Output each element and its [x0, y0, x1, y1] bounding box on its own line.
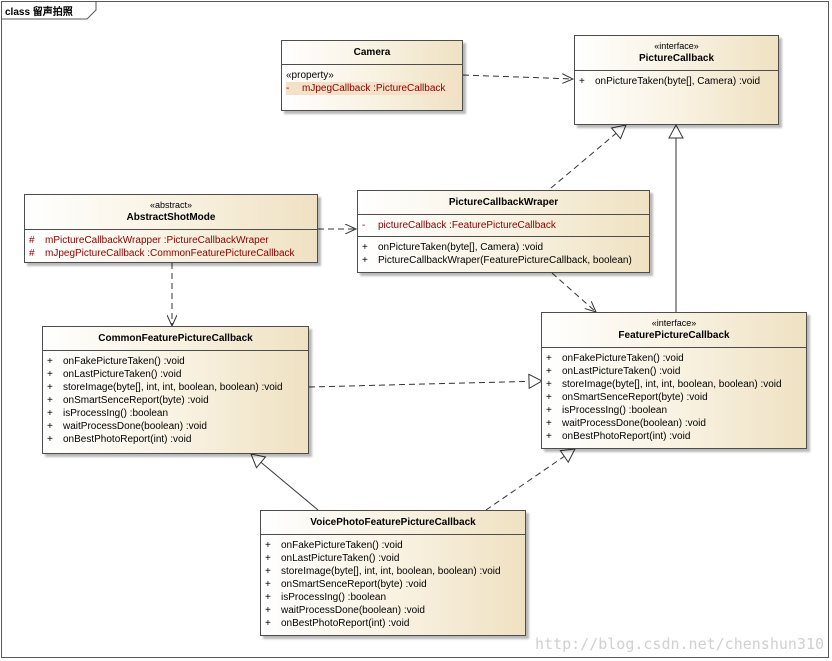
class-picture-callback-wraper-name: PictureCallbackWraper — [448, 197, 559, 208]
operation-row: +onFakePictureTaken() :void — [546, 353, 684, 364]
class-abstract-shot-mode-header: «abstract» AbstractShotMode — [25, 195, 317, 230]
operation-row: +isProcessIng() :boolean — [47, 408, 169, 419]
class-picture-callback-name: PictureCallback — [638, 53, 715, 64]
edge-wraper-to-featurecallback — [551, 272, 596, 312]
class-feature-picture-callback-stereotype: «interface» — [651, 318, 697, 328]
edge-commonfeature-realizes-featurecallback — [308, 373, 544, 390]
frame-tab: class 留声拍照 — [1, 1, 97, 20]
class-feature-picture-callback[interactable]: «interface» FeaturePictureCallback +onFa… — [541, 312, 807, 449]
edge-voicephoto-realizes-featurecallback — [485, 448, 576, 511]
class-common-feature-picture-callback[interactable]: CommonFeaturePictureCallback +onFakePict… — [42, 326, 309, 454]
operation-row: +onBestPhotoReport(int) :void — [265, 618, 410, 629]
class-camera-header: Camera — [282, 41, 462, 65]
operation-row: +onSmartSenceReport(byte) :void — [546, 392, 708, 403]
operation-row: +onSmartSenceReport(byte) :void — [47, 395, 209, 406]
class-picture-callback-operations: +onPictureTaken(byte[], Camera) :void — [575, 71, 778, 92]
operation-row: +waitProcessDone(boolean) :void — [47, 421, 207, 432]
operation-row: +onBestPhotoReport(int) :void — [47, 434, 192, 445]
operation-row: +waitProcessDone(boolean) :void — [265, 605, 425, 616]
class-voice-photo-feature-picture-callback-header: VoicePhotoFeaturePictureCallback — [261, 511, 525, 535]
frame-title: class 留声拍照 — [5, 7, 73, 18]
operation-row: +onPictureTaken(byte[], Camera) :void — [362, 242, 544, 253]
operation-row: +isProcessIng() :boolean — [546, 405, 668, 416]
edge-wraper-realizes-picturecallback — [550, 124, 627, 189]
class-picture-callback-stereotype: «interface» — [654, 41, 699, 51]
class-feature-picture-callback-header: «interface» FeaturePictureCallback — [542, 313, 806, 348]
class-picture-callback[interactable]: «interface» PictureCallback +onPictureTa… — [574, 35, 779, 125]
class-picture-callback-wraper-attributes: -pictureCallback :FeaturePictureCallback — [358, 215, 649, 236]
edge-camera-to-picturecallback — [462, 75, 573, 79]
operation-row: +onLastPictureTaken() :void — [265, 553, 400, 564]
operation-row: +storeImage(byte[], int, int, boolean, b… — [265, 566, 501, 577]
class-camera[interactable]: Camera «property» -mJpegCallback :Pictur… — [281, 40, 463, 111]
class-camera-attributes: «property» -mJpegCallback :PictureCallba… — [282, 65, 462, 99]
operation-row: +onFakePictureTaken() :void — [265, 540, 403, 551]
class-abstract-shot-mode-name: AbstractShotMode — [126, 212, 216, 223]
class-picture-callback-header: «interface» PictureCallback — [575, 36, 778, 71]
class-voice-photo-feature-picture-callback-operations: +onFakePictureTaken() :void +onLastPictu… — [261, 535, 525, 634]
operation-row: +isProcessIng() :boolean — [265, 592, 387, 603]
class-picture-callback-wraper-header: PictureCallbackWraper — [358, 191, 649, 215]
class-common-feature-picture-callback-operations: +onFakePictureTaken() :void +onLastPictu… — [43, 351, 308, 450]
class-camera-name: Camera — [353, 47, 391, 58]
operation-row: +storeImage(byte[], int, int, boolean, b… — [546, 379, 782, 390]
operation-row: +waitProcessDone(boolean) :void — [546, 418, 706, 429]
edge-voicephoto-extends-commonfeature — [250, 453, 319, 511]
operation-row: +onLastPictureTaken() :void — [546, 366, 681, 377]
operation-row: +PictureCallbackWraper(FeaturePictureCal… — [362, 255, 632, 266]
class-picture-callback-wraper[interactable]: PictureCallbackWraper -pictureCallback :… — [357, 190, 650, 273]
class-abstract-shot-mode-attributes: #mPictureCallbackWrapper :PictureCallbac… — [25, 230, 317, 264]
operation-row: +onSmartSenceReport(byte) :void — [265, 579, 427, 590]
operation-row: +onBestPhotoReport(int) :void — [546, 431, 691, 442]
watermark: http://blog.csdn.net/chenshun310 — [535, 635, 824, 653]
class-abstract-shot-mode[interactable]: «abstract» AbstractShotMode #mPictureCal… — [24, 194, 318, 263]
class-voice-photo-feature-picture-callback-name: VoicePhotoFeaturePictureCallback — [310, 517, 476, 528]
class-picture-callback-wraper-operations: +onPictureTaken(byte[], Camera) :void +P… — [358, 236, 649, 271]
attribute-row: -pictureCallback :FeaturePictureCallback — [362, 220, 556, 231]
class-feature-picture-callback-name: FeaturePictureCallback — [618, 330, 730, 341]
attribute-row: #mJpegPictureCallback :CommonFeaturePict… — [29, 248, 295, 259]
attribute-row: #mPictureCallbackWrapper :PictureCallbac… — [29, 235, 269, 246]
frame-tab-outline — [1, 1, 97, 20]
class-abstract-shot-mode-stereotype: «abstract» — [149, 200, 193, 210]
operation-row: +onFakePictureTaken() :void — [47, 356, 185, 367]
class-common-feature-picture-callback-header: CommonFeaturePictureCallback — [43, 327, 308, 351]
class-common-feature-picture-callback-name: CommonFeaturePictureCallback — [98, 333, 253, 344]
operation-row: +onLastPictureTaken() :void — [47, 369, 182, 380]
operation-row: +storeImage(byte[], int, int, boolean, b… — [47, 382, 283, 393]
operation-row: +onPictureTaken(byte[], Camera) :void — [579, 76, 761, 87]
class-camera-attribute: -mJpegCallback :PictureCallback — [286, 82, 458, 95]
class-camera-section-stereotype: «property» — [286, 70, 334, 81]
class-feature-picture-callback-operations: +onFakePictureTaken() :void +onLastPictu… — [542, 348, 806, 447]
class-voice-photo-feature-picture-callback[interactable]: VoicePhotoFeaturePictureCallback +onFake… — [260, 510, 526, 636]
